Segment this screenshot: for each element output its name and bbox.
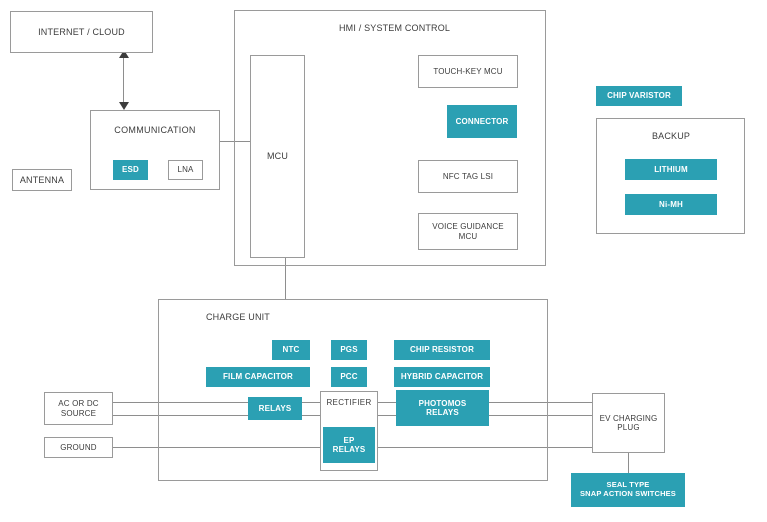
node-label-communication: COMMUNICATION <box>114 125 196 135</box>
node-label-ev-charging-plug-line1: EV CHARGING <box>599 413 658 423</box>
group-title-charge-unit: CHARGE UNIT <box>206 312 270 322</box>
group-hmi-system-control <box>234 10 546 266</box>
node-label-chip-resistor: CHIP RESISTOR <box>409 345 475 355</box>
node-ground[interactable]: GROUND <box>44 437 113 458</box>
node-hybrid-capacitor[interactable]: HYBRID CAPACITOR <box>394 367 490 387</box>
node-internet-cloud[interactable]: INTERNET / CLOUD <box>10 11 153 53</box>
node-ac-or-dc-source[interactable]: AC OR DC SOURCE <box>44 392 113 425</box>
node-film-capacitor[interactable]: FILM CAPACITOR <box>206 367 310 387</box>
connector-ground-ep-relays <box>113 447 320 448</box>
node-relays[interactable]: RELAYS <box>248 397 302 420</box>
node-label-nfc-tag-lsi: NFC TAG LSI <box>442 171 494 181</box>
node-label-rectifier: RECTIFIER <box>326 398 372 407</box>
node-ev-charging-plug[interactable]: EV CHARGING PLUG <box>592 393 665 453</box>
node-label-seal-type-line1: SEAL TYPE <box>606 480 650 490</box>
node-label-connector: CONNECTOR <box>455 116 509 126</box>
connector-relays-rectifier-line2 <box>302 415 320 416</box>
node-ep-relays[interactable]: EP RELAYS <box>323 427 375 463</box>
node-label-photomos-relays-line2: RELAYS <box>426 408 459 417</box>
node-esd[interactable]: ESD <box>113 160 148 180</box>
connector-relays-rectifier-line1 <box>302 402 320 403</box>
connector-internet-communication <box>123 56 124 106</box>
connector-communication-mcu <box>220 141 250 142</box>
connector-rectifier-photomos-line2 <box>378 415 396 416</box>
node-label-chip-varistor: CHIP VARISTOR <box>607 91 671 101</box>
node-touch-key-mcu[interactable]: TOUCH-KEY MCU <box>418 55 518 88</box>
node-label-antenna: ANTENNA <box>19 174 65 185</box>
connector-source-relays-line2 <box>113 415 249 416</box>
node-label-internet-cloud: INTERNET / CLOUD <box>38 26 125 37</box>
group-charge-unit <box>158 299 548 481</box>
connector-mcu-charge-unit <box>285 258 286 300</box>
node-chip-varistor[interactable]: CHIP VARISTOR <box>596 86 682 106</box>
node-label-touch-key-mcu: TOUCH-KEY MCU <box>433 66 503 76</box>
node-antenna[interactable]: ANTENNA <box>12 169 72 191</box>
node-label-voice-guidance-mcu-line1: VOICE GUIDANCE <box>432 222 504 232</box>
node-label-ni-mh: Ni-MH <box>659 199 683 209</box>
node-mcu[interactable]: MCU <box>250 55 305 258</box>
node-pgs[interactable]: PGS <box>331 340 367 360</box>
arrow-up-to-internet <box>119 50 129 58</box>
node-label-hybrid-capacitor: HYBRID CAPACITOR <box>400 372 484 382</box>
node-label-mcu: MCU <box>266 151 289 162</box>
node-pcc[interactable]: PCC <box>331 367 367 387</box>
node-label-esd: ESD <box>122 165 139 175</box>
node-label-ev-charging-plug-line2: PLUG <box>617 423 640 432</box>
node-nfc-tag-lsi[interactable]: NFC TAG LSI <box>418 160 518 193</box>
connector-rectifier-photomos-line1 <box>378 402 396 403</box>
node-label-relays: RELAYS <box>258 403 292 413</box>
node-voice-guidance-mcu[interactable]: VOICE GUIDANCE MCU <box>418 213 518 250</box>
node-connector[interactable]: CONNECTOR <box>447 105 517 138</box>
node-label-ep-relays-line2: RELAYS <box>332 445 366 454</box>
group-backup <box>596 118 745 234</box>
node-label-ntc: NTC <box>282 345 300 355</box>
node-seal-type-snap-action-switches[interactable]: SEAL TYPE SNAP ACTION SWITCHES <box>571 473 685 507</box>
node-chip-resistor[interactable]: CHIP RESISTOR <box>394 340 490 360</box>
arrow-down-to-communication <box>119 102 129 110</box>
connector-source-relays-line1 <box>113 402 249 403</box>
node-label-photomos-relays-line1: PHOTOMOS <box>418 398 467 408</box>
node-lithium[interactable]: LITHIUM <box>625 159 717 180</box>
group-title-backup: BACKUP <box>652 131 691 141</box>
node-photomos-relays[interactable]: PHOTOMOS RELAYS <box>396 390 489 426</box>
connector-photomos-plug-line2 <box>489 415 593 416</box>
node-label-ac-or-dc-source-line2: SOURCE <box>60 408 97 418</box>
connector-photomos-plug-line1 <box>489 402 593 403</box>
node-label-ac-or-dc-source-line1: AC OR DC <box>58 399 99 409</box>
node-ntc[interactable]: NTC <box>272 340 310 360</box>
node-label-pgs: PGS <box>340 345 358 355</box>
node-label-lna: LNA <box>177 165 194 175</box>
node-ni-mh[interactable]: Ni-MH <box>625 194 717 215</box>
connector-ep-relays-plug <box>378 447 593 448</box>
node-label-voice-guidance-mcu-line2: MCU <box>458 231 478 241</box>
node-label-ground: GROUND <box>60 442 97 452</box>
group-title-hmi-system-control: HMI / SYSTEM CONTROL <box>339 23 451 33</box>
node-label-film-capacitor: FILM CAPACITOR <box>223 372 293 382</box>
node-label-lithium: LITHIUM <box>654 164 688 174</box>
node-label-seal-type-line2: SNAP ACTION SWITCHES <box>580 489 676 498</box>
node-lna[interactable]: LNA <box>168 160 203 180</box>
connector-plug-seal-switches <box>628 453 629 473</box>
node-label-ep-relays-line1: EP <box>343 435 355 445</box>
node-label-pcc: PCC <box>340 372 358 382</box>
